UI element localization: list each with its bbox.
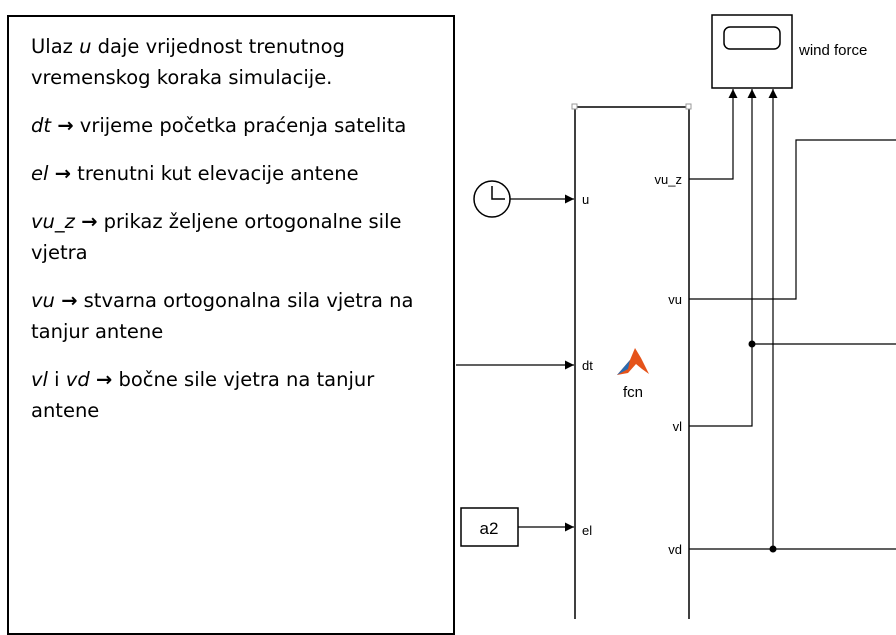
signal-line-vl[interactable] <box>689 89 757 427</box>
note-paragraph-vu-z: vu_z → prikaz željene ortogonalne sile v… <box>31 210 402 264</box>
clock-hands-icon <box>491 186 505 200</box>
scope-block[interactable] <box>711 14 793 89</box>
input-port-u: u <box>582 192 589 207</box>
matlab-logo-icon <box>617 348 649 375</box>
note-paragraph-vl-vd: vl i vd → bočne sile vjetra na tanjur an… <box>31 368 375 422</box>
arrow-icon: → <box>57 114 74 137</box>
arrow-icon: → <box>54 162 71 185</box>
scope-label: wind force <box>798 42 867 59</box>
note-paragraph-dt: dt → vrijeme početka praćenja satelita <box>31 114 407 137</box>
description-note: Ulaz u daje vrijednost trenutnog vremens… <box>7 15 455 635</box>
note-paragraph-el: el → trenutni kut elevacije antene <box>31 162 359 185</box>
fcn-label: fcn <box>623 384 643 401</box>
arrow-icon: → <box>81 210 98 233</box>
scope-screen-icon <box>723 26 781 50</box>
signal-line-vu[interactable] <box>689 139 896 300</box>
clock-block[interactable] <box>473 180 511 218</box>
note-paragraph-u: Ulaz u daje vrijednost trenutnog vremens… <box>31 35 345 89</box>
note-paragraph-vu: vu → stvarna ortogonalna sila vjetra na … <box>31 289 414 343</box>
output-port-vu: vu <box>668 292 682 307</box>
branch-point <box>748 340 756 348</box>
branch-point <box>769 545 777 553</box>
arrow-icon: → <box>61 289 78 312</box>
resize-handle[interactable] <box>685 103 692 110</box>
output-port-vl: vl <box>673 419 683 434</box>
arrow-icon: → <box>95 368 113 391</box>
input-port-el: el <box>582 523 592 538</box>
output-port-vu-z: vu_z <box>655 172 682 187</box>
simulink-diagram: wind force fcn u dt el vu_z vu vl vd a2 <box>456 14 896 619</box>
resize-handle[interactable] <box>571 103 578 110</box>
input-port-dt: dt <box>582 358 593 373</box>
constant-block[interactable] <box>460 507 519 547</box>
output-port-vd: vd <box>668 542 682 557</box>
signal-line-vu-z[interactable] <box>689 89 738 180</box>
constant-value: a2 <box>480 519 499 538</box>
